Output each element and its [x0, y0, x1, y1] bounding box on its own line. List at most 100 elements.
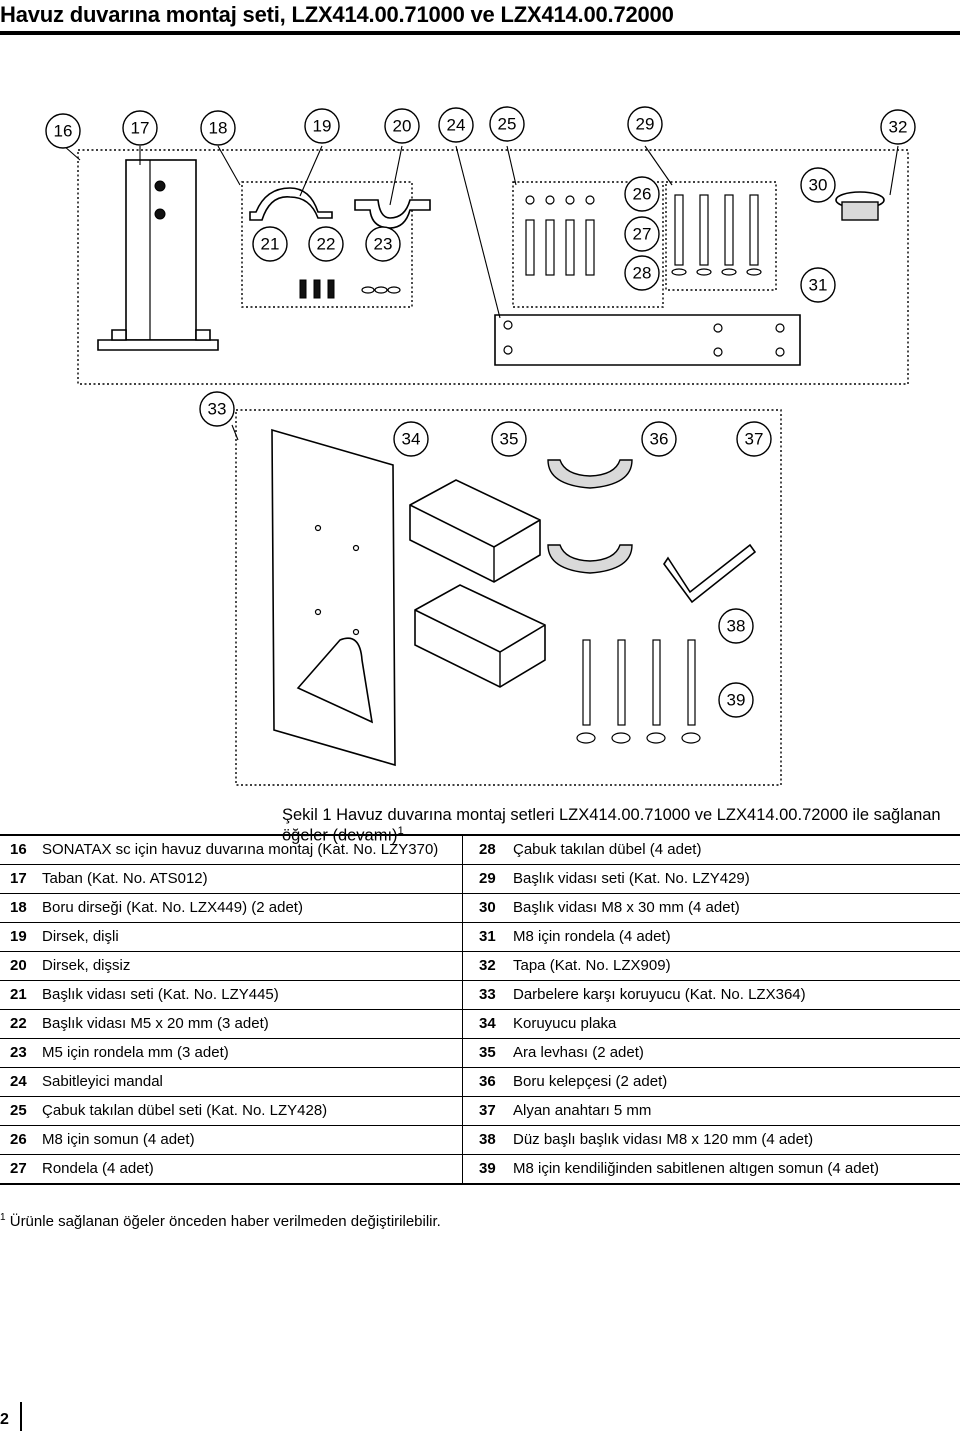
protective-plate: [271, 428, 396, 767]
footnote-text: Ürünle sağlanan öğeler önceden haber ver…: [9, 1213, 441, 1230]
callout-21: 21: [252, 226, 288, 262]
callout-31-label: 31: [809, 276, 828, 295]
callout-24: 24: [438, 107, 474, 143]
callout-37-label: 37: [745, 430, 764, 449]
part-number-right: 30: [462, 893, 513, 923]
base-plate: [97, 339, 219, 351]
part-description-left: M5 için rondela mm (3 adet): [42, 1038, 463, 1068]
callout-20: 20: [384, 108, 420, 144]
callout-22-label: 22: [317, 235, 336, 254]
part-description-right: Çabuk takılan dübel (4 adet): [513, 834, 960, 865]
part-number-right: 33: [462, 980, 513, 1010]
part-description-right: Tapa (Kat. No. LZX909): [513, 951, 960, 981]
title-rule: [0, 31, 960, 35]
part-description-right: Başlık vidası M8 x 30 mm (4 adet): [513, 893, 960, 923]
bracket-plain: [354, 199, 431, 229]
part-number-right: 37: [462, 1096, 513, 1126]
callout-17-label: 17: [131, 119, 150, 138]
part-number-left: 20: [0, 951, 42, 981]
callout-27: 27: [624, 216, 660, 252]
callout-20-label: 20: [393, 117, 412, 136]
callout-26-label: 26: [633, 185, 652, 204]
callout-16-label: 16: [54, 122, 73, 141]
cap-screws: [671, 194, 762, 276]
part-number-left: 22: [0, 1009, 42, 1039]
callout-35: 35: [491, 421, 527, 457]
callout-35-label: 35: [500, 430, 519, 449]
part-description-left: Boru dirseği (Kat. No. LZX449) (2 adet): [42, 893, 463, 923]
part-description-left: Dirsek, dişsiz: [42, 951, 463, 981]
callout-28-label: 28: [633, 264, 652, 283]
part-number-right: 39: [462, 1154, 513, 1185]
leader-lines: [63, 145, 899, 441]
callout-33: 33: [199, 391, 235, 427]
callout-39: 39: [718, 682, 754, 718]
callout-24-label: 24: [447, 116, 466, 135]
plug: [835, 191, 885, 221]
screw-set-frame: [665, 181, 777, 291]
callout-19-label: 19: [313, 117, 332, 136]
footnote-marker: 1: [0, 1212, 6, 1223]
part-description-left: Rondela (4 adet): [42, 1154, 463, 1185]
part-description-left: M8 için somun (4 adet): [42, 1125, 463, 1155]
hex-key: [663, 543, 757, 604]
part-number-left: 18: [0, 893, 42, 923]
callout-21-label: 21: [261, 235, 280, 254]
callout-30: 30: [800, 167, 836, 203]
part-number-right: 38: [462, 1125, 513, 1155]
dowel-set-frame: [512, 181, 664, 308]
callout-26: 26: [624, 176, 660, 212]
part-number-left: 26: [0, 1125, 42, 1155]
part-number-left: 19: [0, 922, 42, 952]
post-bolt-2: [154, 208, 166, 220]
dowels: [525, 195, 595, 276]
part-description-right: Koruyucu plaka: [513, 1009, 960, 1039]
post-bolt-1: [154, 180, 166, 192]
bottom-group-frame: [235, 409, 782, 786]
callout-36: 36: [641, 421, 677, 457]
callout-34: 34: [393, 421, 429, 457]
callout-39-label: 39: [727, 691, 746, 710]
callout-29: 29: [627, 106, 663, 142]
bracket-set-frame: [241, 181, 413, 308]
part-description-left: Başlık vidası M5 x 20 mm (3 adet): [42, 1009, 463, 1039]
footer-rule: [20, 1402, 22, 1431]
part-description-left: SONATAX sc için havuz duvarına montaj (K…: [42, 834, 463, 865]
part-number-left: 24: [0, 1067, 42, 1097]
callout-38-label: 38: [727, 617, 746, 636]
callout-36-label: 36: [650, 430, 669, 449]
callout-29-label: 29: [636, 115, 655, 134]
mounting-strip: [494, 314, 801, 366]
part-description-right: M8 için kendiliğinden sabitlenen altıgen…: [513, 1154, 960, 1185]
part-number-right: 31: [462, 922, 513, 952]
part-description-left: Dirsek, dişli: [42, 922, 463, 952]
part-description-right: Boru kelepçesi (2 adet): [513, 1067, 960, 1097]
part-description-right: Düz başlı başlık vidası M8 x 120 mm (4 a…: [513, 1125, 960, 1155]
part-number-right: 36: [462, 1067, 513, 1097]
callout-38: 38: [718, 608, 754, 644]
long-screws: [576, 639, 701, 744]
callout-25: 25: [489, 106, 525, 142]
part-number-left: 27: [0, 1154, 42, 1185]
part-description-left: Çabuk takılan dübel seti (Kat. No. LZY42…: [42, 1096, 463, 1126]
callout-27-label: 27: [633, 225, 652, 244]
part-number-left: 17: [0, 864, 42, 894]
callout-28: 28: [624, 255, 660, 291]
part-description-left: Başlık vidası seti (Kat. No. LZY445): [42, 980, 463, 1010]
small-screws: [299, 279, 401, 299]
part-number-left: 25: [0, 1096, 42, 1126]
callout-23: 23: [365, 226, 401, 262]
footnote: 1 Ürünle sağlanan öğeler önceden haber v…: [0, 1212, 441, 1230]
page-number: 2: [0, 1411, 9, 1428]
post-and-base: [97, 159, 219, 351]
